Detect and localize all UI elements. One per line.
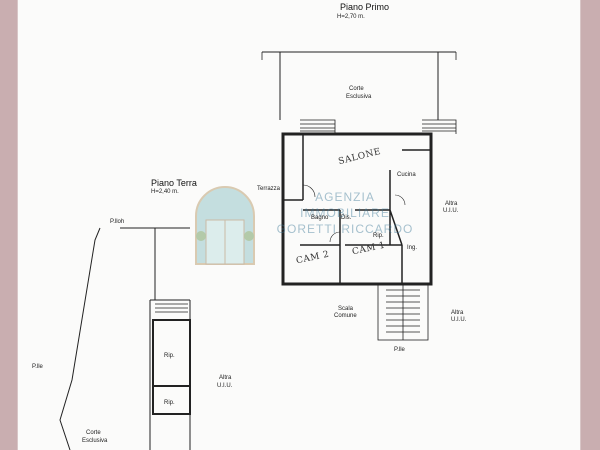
- ground-floor-esclusiva: Esclusiva: [82, 438, 108, 444]
- ground-floor-pilloh: P.lloh: [110, 219, 125, 225]
- door-swing-arcs: [302, 184, 406, 243]
- ground-floor-height: H=2,40 m.: [151, 189, 179, 195]
- first-floor-uiu: U.I.U.: [443, 208, 459, 214]
- first-floor-outer-walls: [281, 132, 433, 286]
- ground-floor-title: Piano Terra: [151, 178, 197, 188]
- agency-logo: [195, 186, 255, 265]
- ground-floor-uiu: U.I.U.: [217, 383, 233, 389]
- room-bagno: Bagno: [311, 215, 329, 221]
- room-terrazza: Terrazza: [257, 186, 281, 192]
- first-floor-altra: Altra: [445, 201, 458, 207]
- room-dis: Dis.: [341, 215, 352, 221]
- watermark-line-1: AGENZIA: [315, 190, 375, 204]
- common-staircase: [377, 283, 429, 341]
- ground-floor-rip-top: Rip.: [164, 353, 175, 359]
- watermark-line-3: GORETTI RICCARDO: [276, 222, 414, 236]
- first-floor-balcony: [261, 52, 457, 60]
- first-floor-corte: Corte: [349, 86, 364, 92]
- ground-floor-altra: Altra: [219, 375, 232, 381]
- floor-plan-sheet: [18, 0, 580, 450]
- first-floor-title: Piano Primo: [340, 2, 390, 12]
- first-floor-interior-walls: [283, 134, 430, 284]
- room-ing: Ing.: [407, 245, 418, 251]
- ground-floor-outline: [59, 227, 191, 450]
- first-floor-altra-uiu-right: Altra U.I.U.: [451, 310, 467, 323]
- staircase-comune: Comune: [334, 313, 357, 319]
- ground-floor-corte: Corte: [86, 430, 101, 436]
- room-cucina: Cucina: [397, 172, 416, 178]
- first-floor-pile: P.lle: [394, 347, 405, 353]
- ground-floor-stairs: [155, 303, 188, 313]
- ground-floor-rip-bottom: Rip.: [164, 400, 175, 406]
- staircase-scala: Scala: [338, 306, 354, 312]
- first-floor-courtyard-outline: [262, 51, 456, 120]
- first-floor-stairs-top: [300, 119, 457, 134]
- room-rip: Rip.: [373, 233, 384, 239]
- watermark-line-2: IMMOBILIARE: [300, 206, 390, 220]
- ground-floor-pile: P.lle: [32, 364, 43, 370]
- first-floor-height: H=2,70 m.: [337, 14, 365, 20]
- first-floor-esclusiva: Esclusiva: [346, 94, 372, 100]
- ground-floor-storeroom-bottom: [152, 385, 191, 415]
